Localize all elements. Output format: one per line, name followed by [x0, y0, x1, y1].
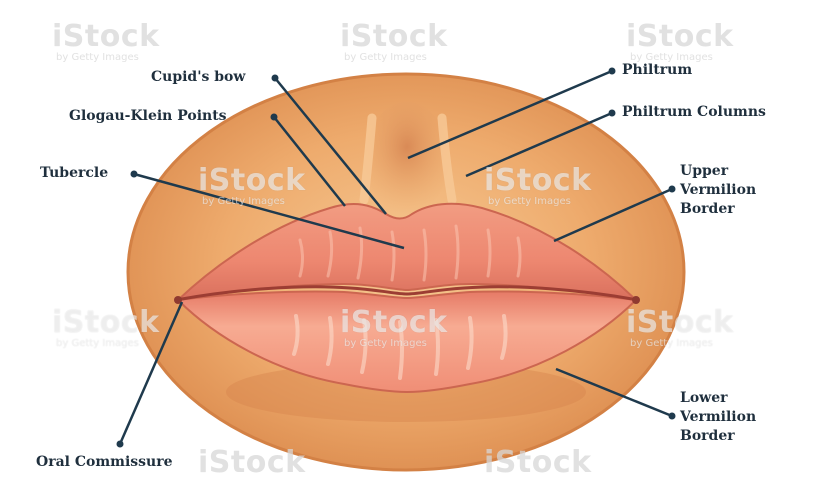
label-upper-line-2: Vermilion — [680, 181, 756, 200]
label-oral-commissure: Oral Commissure — [36, 453, 173, 472]
philtrum-groove — [365, 102, 449, 214]
label-lower-line-2: Vermilion — [680, 408, 756, 427]
label-tubercle: Tubercle — [40, 164, 108, 183]
label-lower-vermilion-border: Lower Vermilion Border — [680, 389, 756, 446]
dot-oral-commissure — [117, 441, 124, 448]
label-upper-line-3: Border — [680, 200, 756, 219]
label-upper-line-1: Upper — [680, 162, 756, 181]
dot-glogau-klein — [271, 114, 278, 121]
label-lower-line-1: Lower — [680, 389, 756, 408]
label-cupids-bow: Cupid's bow — [151, 68, 245, 87]
label-glogau-klein-points: Glogau-Klein Points — [69, 107, 227, 126]
label-upper-vermilion-border: Upper Vermilion Border — [680, 162, 756, 219]
label-philtrum-columns: Philtrum Columns — [622, 103, 766, 122]
dot-philtrum — [609, 68, 616, 75]
dot-cupids-bow — [272, 75, 279, 82]
label-philtrum: Philtrum — [622, 61, 692, 80]
commissure-right — [632, 296, 640, 304]
dot-tubercle — [131, 171, 138, 178]
dot-philtrum-columns — [609, 110, 616, 117]
label-lower-line-3: Border — [680, 427, 756, 446]
dot-lower-vermilion — [669, 413, 676, 420]
dot-upper-vermilion — [669, 186, 676, 193]
